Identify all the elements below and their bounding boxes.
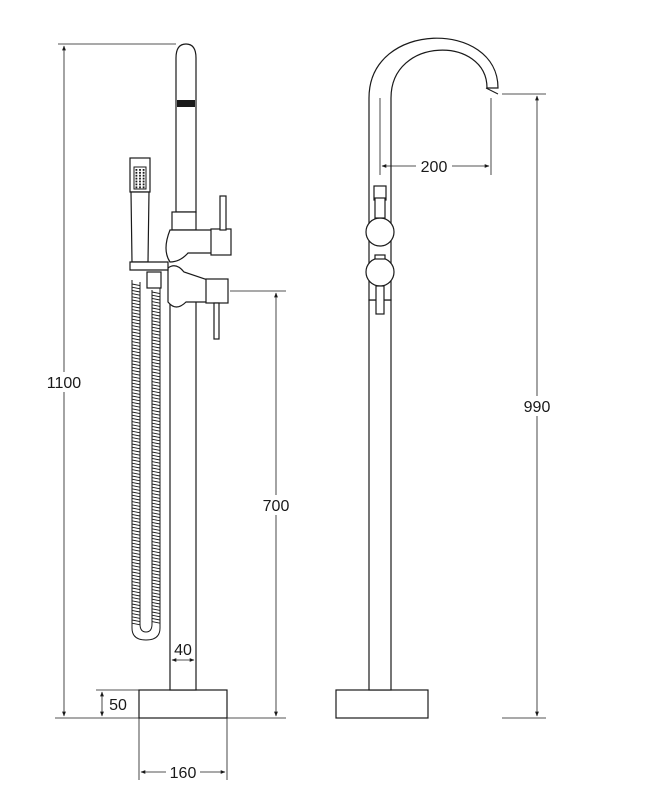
label-base-height: 50 bbox=[109, 697, 127, 714]
side-main-pipe bbox=[368, 299, 392, 691]
dimension-lines bbox=[55, 43, 546, 780]
side-lower-valve bbox=[365, 257, 395, 287]
handshower-handle bbox=[130, 191, 150, 263]
handshower-nozzles bbox=[135, 169, 145, 189]
label-handle-height: 700 bbox=[263, 498, 290, 515]
front-aerator bbox=[177, 100, 195, 107]
shower-hose bbox=[131, 280, 161, 641]
front-upper-valve-cap bbox=[210, 228, 232, 256]
front-lower-valve-cap bbox=[205, 278, 229, 304]
side-lower-valve-stem bbox=[374, 254, 386, 260]
front-upper-lever bbox=[219, 195, 227, 231]
label-total-height: 1100 bbox=[47, 375, 82, 392]
front-upper-valve bbox=[165, 229, 213, 263]
side-spout-outlet bbox=[485, 87, 499, 95]
front-lower-valve bbox=[167, 265, 209, 308]
front-lower-lever bbox=[213, 302, 220, 340]
side-base bbox=[335, 689, 429, 719]
hose-connector bbox=[146, 271, 162, 289]
label-base-width: 160 bbox=[170, 765, 197, 782]
front-upper-collar bbox=[171, 211, 197, 231]
label-spout-reach: 200 bbox=[421, 159, 448, 176]
front-spout-pipe bbox=[175, 43, 197, 213]
label-spout-height: 990 bbox=[524, 399, 551, 416]
side-upper-valve-stem bbox=[374, 197, 386, 219]
side-view bbox=[335, 37, 499, 719]
side-upper-valve bbox=[365, 217, 395, 247]
side-lower-lever bbox=[375, 285, 385, 315]
front-view bbox=[129, 43, 232, 719]
handshower-holder bbox=[129, 261, 169, 271]
front-main-pipe bbox=[169, 299, 197, 691]
front-base bbox=[138, 689, 228, 719]
dimension-labels: 1100 700 50 160 40 200 990 bbox=[44, 157, 557, 782]
label-pipe-diameter: 40 bbox=[174, 642, 192, 659]
